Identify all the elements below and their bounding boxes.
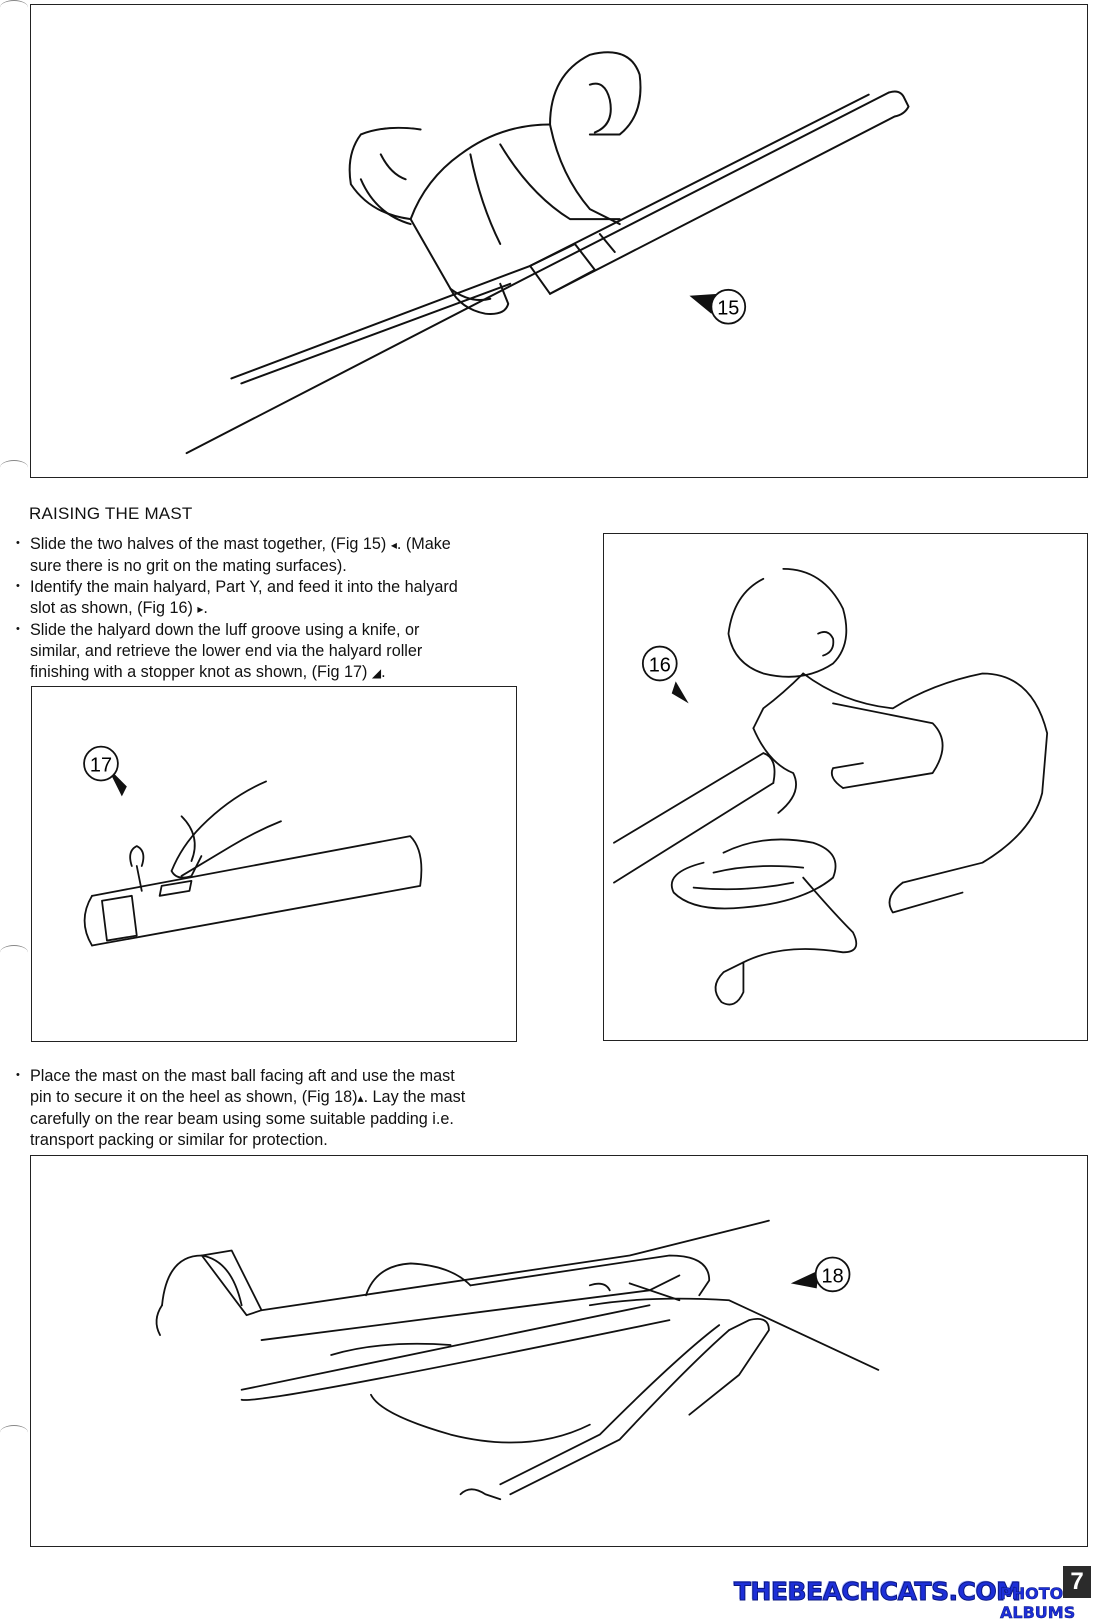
figure-15-panel: 15 bbox=[30, 4, 1088, 478]
figure-15-callout: 15 bbox=[689, 288, 747, 325]
figure-17-illustration: 17 bbox=[83, 745, 423, 947]
arrow-right-icon: ▸ bbox=[197, 602, 204, 616]
punch-mark-top bbox=[0, 0, 28, 15]
instructions-list-2: Place the mast on the mast ball facing a… bbox=[16, 1065, 550, 1151]
figure-17-callout: 17 bbox=[83, 745, 127, 797]
instruction-item-4: Place the mast on the mast ball facing a… bbox=[16, 1065, 550, 1151]
figure-18-panel: 18 bbox=[30, 1155, 1088, 1547]
site-watermark: THEBEACHCATS.COM bbox=[734, 1577, 1022, 1607]
punch-mark-3 bbox=[0, 945, 28, 960]
section-heading: RAISING THE MAST bbox=[29, 504, 193, 523]
instructions-list: Slide the two halves of the mast togethe… bbox=[16, 533, 530, 684]
instruction-item-3: Slide the halyard down the luff groove u… bbox=[16, 619, 530, 684]
figure-16-panel: 16 bbox=[603, 533, 1088, 1041]
svg-text:18: 18 bbox=[822, 1265, 844, 1287]
arrow-left-icon: ◂ bbox=[390, 538, 397, 552]
figure-18-callout: 18 bbox=[790, 1256, 851, 1293]
figure-16-callout: 16 bbox=[641, 645, 689, 704]
svg-text:17: 17 bbox=[90, 755, 112, 777]
svg-text:15: 15 bbox=[717, 298, 739, 320]
arrow-up-icon: ▴ bbox=[357, 1091, 364, 1105]
page-number: 7 bbox=[1063, 1566, 1091, 1598]
photo-albums-label: PHOTO ALBUMS bbox=[1000, 1584, 1076, 1622]
punch-mark-2 bbox=[0, 460, 28, 475]
figure-18-illustration: 18 bbox=[155, 1219, 880, 1501]
figure-15-illustration: 15 bbox=[185, 51, 910, 455]
svg-text:16: 16 bbox=[649, 654, 671, 676]
instruction-item-2: Identify the main halyard, Part Y, and f… bbox=[16, 576, 530, 620]
figure-17-panel: 17 bbox=[31, 686, 517, 1042]
arrow-diagonal-icon: ◢ bbox=[371, 666, 382, 680]
instruction-item-1: Slide the two halves of the mast togethe… bbox=[16, 533, 530, 577]
punch-mark-4 bbox=[0, 1425, 28, 1440]
figure-16-illustration: 16 bbox=[613, 568, 1049, 1006]
